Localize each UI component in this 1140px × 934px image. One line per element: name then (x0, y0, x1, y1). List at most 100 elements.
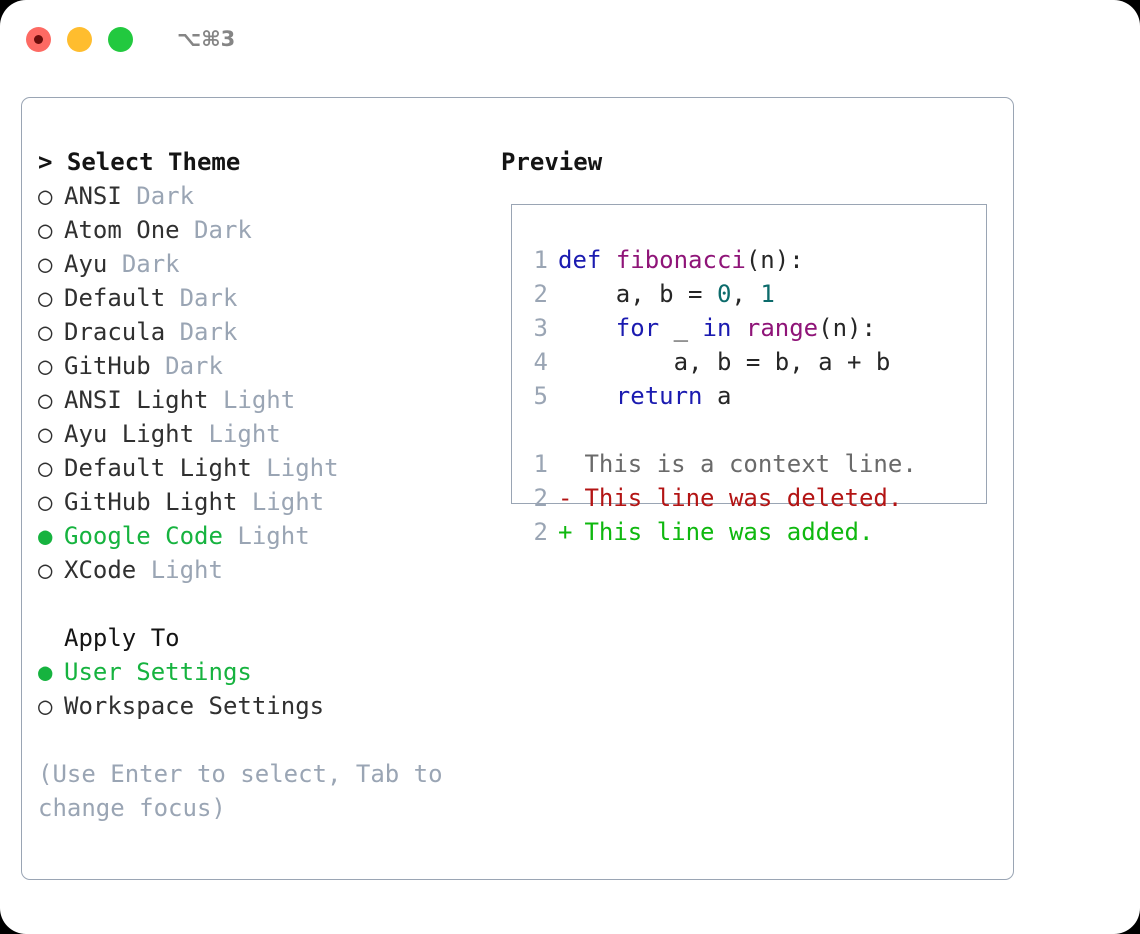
radio-unselected-icon: ○ (38, 318, 53, 346)
theme-option-ansi[interactable]: ○ANSI Dark (38, 179, 488, 213)
line-number: 2 (533, 280, 548, 308)
theme-option-xcode[interactable]: ○ XCode Light (38, 553, 488, 587)
diff-line-text: This line was added. (570, 518, 874, 546)
apply-option-label: User Settings (64, 658, 252, 686)
theme-option-default-light[interactable]: ○Default Light Light (38, 451, 488, 485)
code-token-pl: _ (659, 314, 703, 342)
line-number: 5 (533, 382, 548, 410)
minimize-button[interactable] (67, 26, 92, 52)
theme-option-label: Ayu (64, 250, 108, 278)
code-line: 5 return a (520, 379, 980, 413)
theme-option-default[interactable]: ○Default Dark (38, 281, 488, 315)
apply-option-workspace-settings[interactable]: ○ Workspace Settings (38, 689, 488, 723)
theme-option-tag: Dark (136, 182, 195, 210)
theme-option-label: ANSI Light (64, 386, 209, 414)
code-token-pl (601, 246, 615, 274)
code-line: 3 for _ in range(n): (520, 311, 980, 345)
code-token-pl (731, 314, 745, 342)
theme-option-tag: Light (222, 386, 296, 414)
theme-option-label: GitHub (64, 352, 151, 380)
diff-line-text: This line was deleted. (570, 484, 903, 512)
code-token-num: 0 (716, 280, 732, 308)
close-button[interactable] (26, 26, 51, 52)
diff-line-del: 2- This line was deleted. (520, 481, 980, 515)
code-token-pl: (n): (818, 314, 876, 342)
radio-unselected-icon: ○ (38, 386, 53, 414)
theme-option-github-light[interactable]: ○GitHub Light Light (38, 485, 488, 519)
maximize-button[interactable] (108, 26, 133, 52)
theme-option-ayu-light[interactable]: ○Ayu Light Light (38, 417, 488, 451)
diff-sign: - (558, 484, 573, 512)
code-token-pl (558, 314, 616, 342)
theme-option-tag: Dark (121, 250, 180, 278)
radio-unselected-icon: ○ (38, 182, 53, 210)
radio-unselected-icon: ○ (38, 250, 53, 278)
line-number: 1 (533, 246, 548, 274)
radio-unselected-icon: ○ (38, 692, 53, 720)
theme-option-tag: Light (266, 454, 339, 482)
select-theme-header-label: Select Theme (66, 148, 241, 176)
theme-option-label: XCode (64, 556, 137, 584)
theme-option-dracula[interactable]: ○Dracula Dark (38, 315, 488, 349)
radio-unselected-icon: ○ (38, 216, 53, 244)
radio-unselected-icon: ○ (38, 488, 53, 516)
theme-option-tag: Light (237, 522, 310, 550)
theme-list: ○ANSI Dark○Atom One Dark○Ayu Dark○Defaul… (38, 179, 488, 587)
code-token-num: 1 (760, 280, 775, 308)
code-line: 1 def fibonacci(n): (520, 243, 980, 277)
theme-option-label: Default (64, 284, 166, 312)
radio-unselected-icon: ○ (38, 556, 53, 584)
hint-spacer (38, 723, 488, 757)
theme-option-github[interactable]: ○GitHub Dark (38, 349, 488, 383)
title-bar: ⌥⌘3 (0, 0, 1140, 78)
theme-option-label: GitHub Light (64, 488, 238, 516)
diff-block: 1 This is a context line.2- This line wa… (520, 447, 980, 549)
code-token-kw: in (702, 314, 732, 342)
radio-unselected-icon: ○ (38, 420, 53, 448)
radio-selected-icon: ● (38, 522, 53, 550)
radio-selected-icon: ● (38, 658, 53, 686)
code-token-kw: def (558, 246, 602, 274)
code-line: 4 a, b = b, a + b (520, 345, 980, 379)
theme-option-label: Dracula (64, 318, 166, 346)
keyboard-shortcut-label: ⌥⌘3 (177, 27, 236, 51)
prompt-caret: > (38, 148, 67, 176)
select-theme-header: > Select Theme (38, 145, 488, 179)
traffic-lights (26, 26, 149, 52)
radio-unselected-icon: ○ (38, 352, 53, 380)
diff-line-add: 2+ This line was added. (520, 515, 980, 549)
code-token-kw: return (615, 382, 703, 410)
code-token-pl: , (731, 280, 761, 308)
line-number: 3 (533, 314, 548, 342)
theme-option-ayu[interactable]: ○ Ayu Dark (38, 247, 488, 281)
theme-option-atom-one[interactable]: ○ Atom One Dark (38, 213, 488, 247)
apply-to-header: Apply To (38, 621, 488, 655)
theme-option-google-code[interactable]: ●Google Code Light (38, 519, 488, 553)
diff-line-ctx: 1 This is a context line. (520, 447, 980, 481)
code-token-pl: (n): (745, 246, 804, 274)
diff-sign (558, 447, 570, 481)
main-panel: > Select Theme ○ANSI Dark○Atom One Dark○… (21, 97, 1014, 880)
radio-unselected-icon: ○ (38, 454, 53, 482)
diff-line-text: This is a context line. (570, 450, 917, 478)
theme-option-label: Atom One (64, 216, 180, 244)
apply-to-list: ● User Settings ○ Workspace Settings (38, 655, 488, 723)
apply-to-header-label: Apply To (64, 624, 180, 652)
code-token-fn: fibonacci (615, 246, 746, 274)
code-token-fn: range (745, 314, 819, 342)
apply-option-user-settings[interactable]: ● User Settings (38, 655, 488, 689)
code-token-pl: a (702, 382, 732, 410)
theme-option-ansi-light[interactable]: ○ ANSI Light Light (38, 383, 488, 417)
line-number: 4 (533, 348, 548, 376)
apply-option-label: Workspace Settings (64, 692, 325, 720)
theme-selector-column: > Select Theme ○ANSI Dark○Atom One Dark○… (38, 145, 488, 825)
theme-option-tag: Dark (194, 216, 252, 244)
theme-option-tag: Light (208, 420, 281, 448)
preview-title: Preview (501, 148, 603, 176)
code-token-pl: a, b = (558, 280, 717, 308)
theme-option-tag: Light (150, 556, 223, 584)
